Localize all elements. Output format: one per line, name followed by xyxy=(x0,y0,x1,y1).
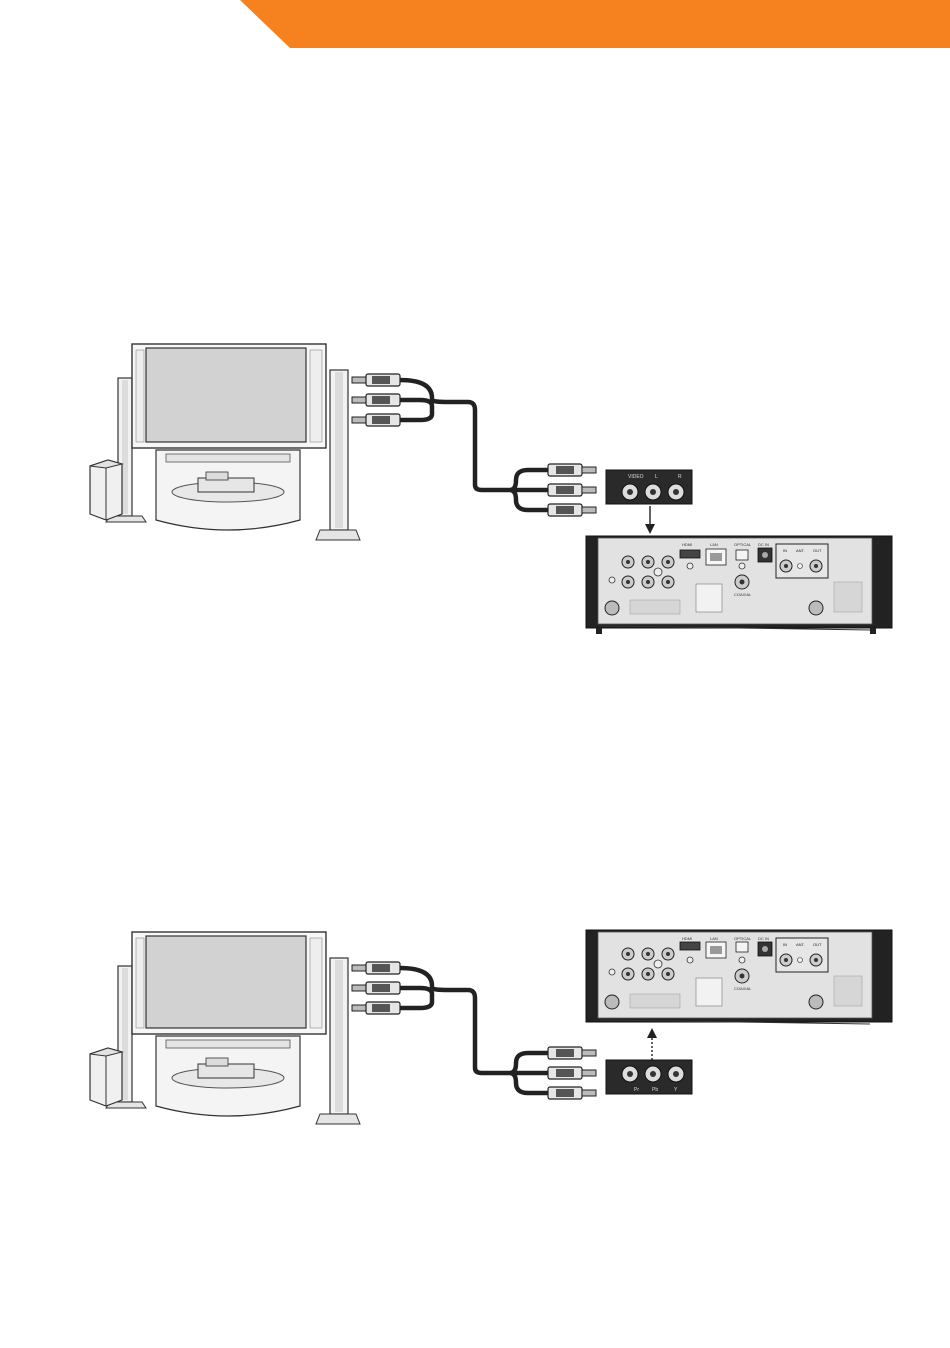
coaxial-label: COAXIAL xyxy=(734,986,752,991)
screw-icon xyxy=(809,601,823,615)
av-jack-block: VIDEO L R xyxy=(606,470,692,504)
jack-label-pr: Pr xyxy=(634,1087,639,1093)
rca-plugs-device-side xyxy=(548,1047,596,1099)
optical-label: OPTICAL xyxy=(734,542,752,547)
connection-diagram-av: VIDEO L R HDMI LAN xyxy=(0,330,950,650)
jack-label-left: L xyxy=(655,474,658,480)
antenna-ant-label: ANT. xyxy=(796,942,805,947)
rca-plug-icon xyxy=(352,394,400,406)
antenna-out-label: OUT xyxy=(813,548,822,553)
rca-plug-icon xyxy=(352,982,400,994)
antenna-in-label: IN xyxy=(783,548,787,553)
television-icon xyxy=(132,344,326,530)
lan-label: LAN xyxy=(710,936,718,941)
media-player-rear-panel: HDMI LAN OPTICAL COAXIAL DC IN IN ANT. O… xyxy=(586,536,892,634)
jack-label-pb: Pb xyxy=(652,1087,658,1093)
screw-icon xyxy=(605,601,619,615)
rca-plug-icon xyxy=(548,1087,596,1099)
dc-in-label: DC IN xyxy=(758,936,769,941)
subwoofer-icon xyxy=(90,1048,122,1106)
rca-plug-icon xyxy=(548,1047,596,1059)
connection-diagram-component: HDMI LAN OPTICAL COAXIAL DC IN IN ANT. O… xyxy=(0,920,950,1140)
arrow-down-icon xyxy=(645,506,655,534)
optical-port-icon xyxy=(736,550,748,560)
rca-plug-icon xyxy=(352,374,400,386)
rca-plug-icon xyxy=(352,1002,400,1014)
rca-plugs-tv-side xyxy=(352,962,400,1014)
rca-plug-icon xyxy=(548,464,596,476)
component-cable xyxy=(400,968,548,1093)
hdmi-port-icon xyxy=(680,942,700,950)
hdmi-label: HDMI xyxy=(682,936,692,941)
component-jack-block: Pr Pb Y xyxy=(606,1060,692,1094)
antenna-ant-label: ANT. xyxy=(796,548,805,553)
antenna-in-label: IN xyxy=(783,942,787,947)
header-accent-shape xyxy=(240,0,950,48)
dc-in-label: DC IN xyxy=(758,542,769,547)
antenna-section: IN ANT. OUT xyxy=(776,544,828,578)
rca-plug-icon xyxy=(548,484,596,496)
screw-icon xyxy=(809,995,823,1009)
rca-plug-icon xyxy=(548,1067,596,1079)
rca-plugs-device-side xyxy=(548,464,596,516)
rca-plug-icon xyxy=(352,414,400,426)
rca-plug-icon xyxy=(352,962,400,974)
certification-label xyxy=(696,584,722,612)
hdmi-port-icon xyxy=(680,550,700,558)
rca-plug-icon xyxy=(548,504,596,516)
jack-label-video: VIDEO xyxy=(628,474,644,480)
screw-icon xyxy=(605,995,619,1009)
rca-cable xyxy=(400,380,548,510)
lan-label: LAN xyxy=(710,542,718,547)
media-player-rear-panel: HDMI LAN OPTICAL COAXIAL DC IN IN ANT. O… xyxy=(586,930,892,1024)
rca-plugs-tv-side xyxy=(352,374,400,426)
hdmi-label: HDMI xyxy=(682,542,692,547)
certification-label xyxy=(696,978,722,1006)
antenna-out-label: OUT xyxy=(813,942,822,947)
optical-label: OPTICAL xyxy=(734,936,752,941)
jack-label-right: R xyxy=(678,474,682,480)
antenna-section: IN ANT. OUT xyxy=(776,938,828,972)
header-band xyxy=(0,0,950,48)
optical-port-icon xyxy=(736,942,748,952)
subwoofer-icon xyxy=(90,460,122,520)
coaxial-label: COAXIAL xyxy=(734,592,752,597)
arrow-up-icon xyxy=(647,1028,657,1060)
television-icon xyxy=(132,932,326,1116)
